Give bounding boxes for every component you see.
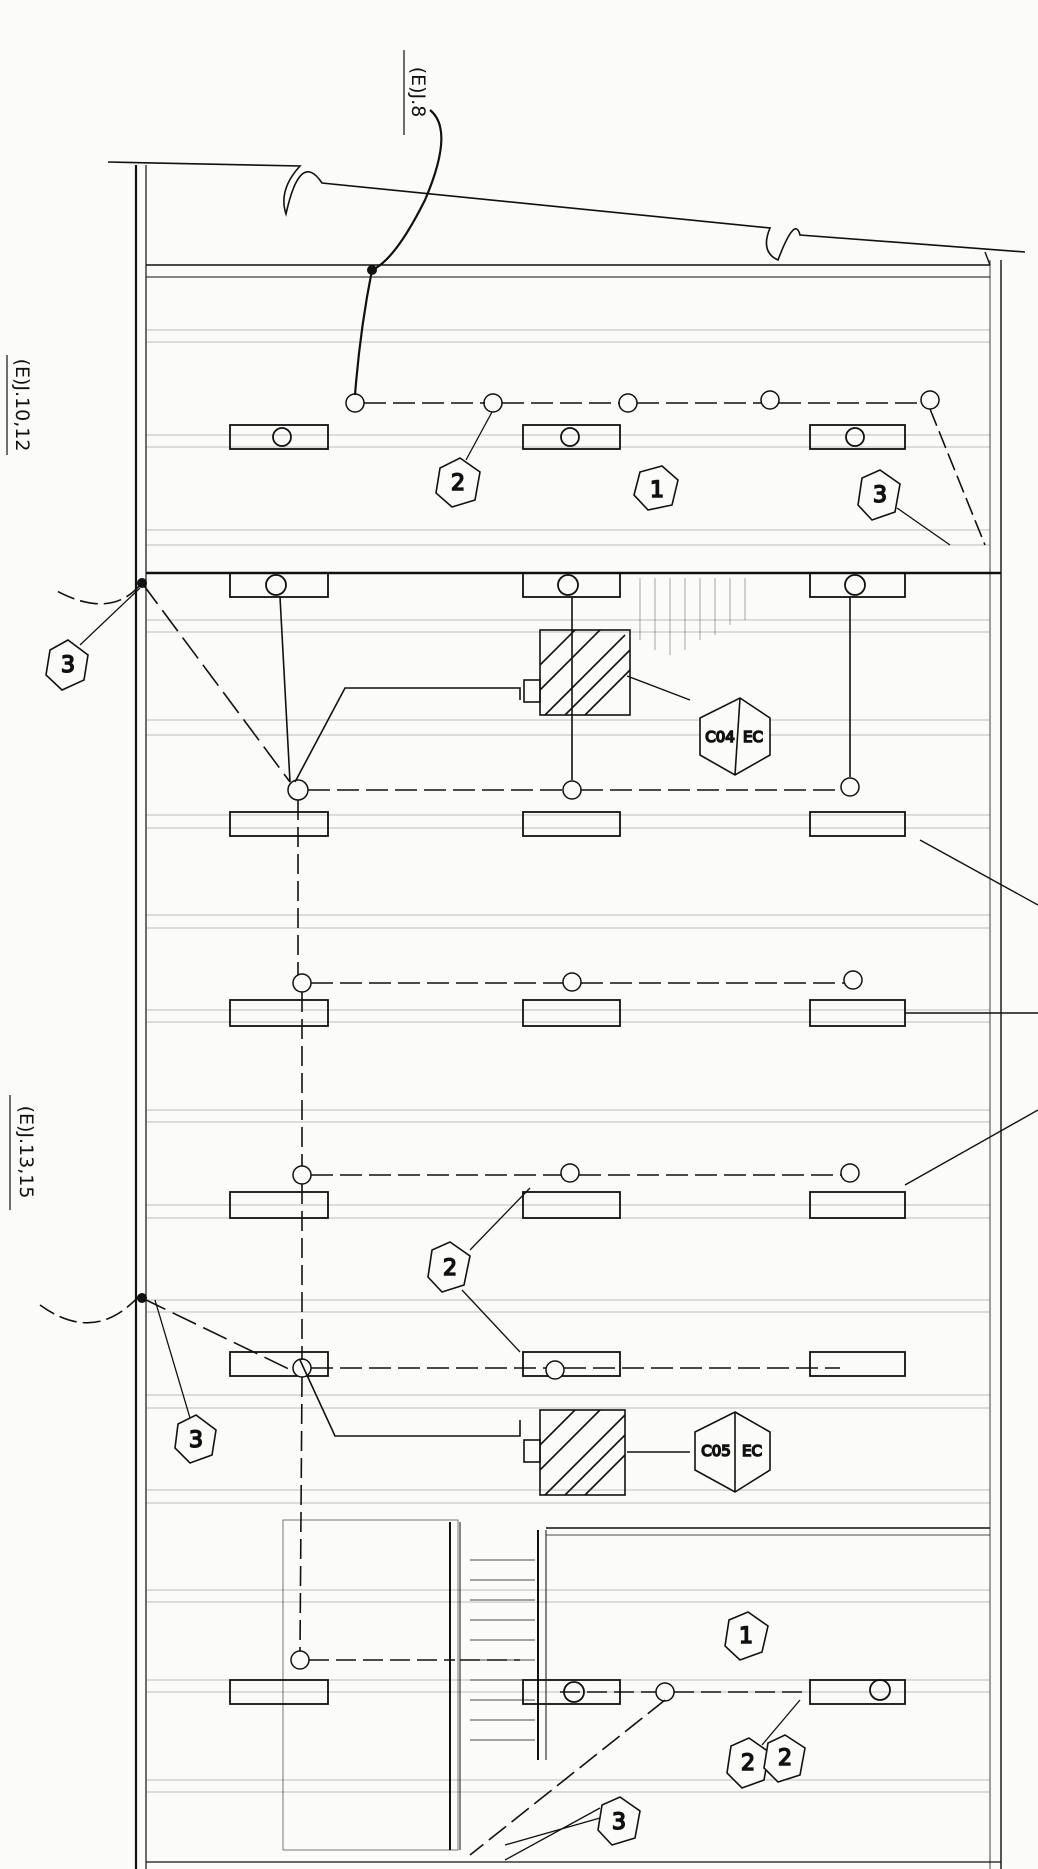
tag-hexagon: 3: [857, 469, 901, 521]
tag-hexagon: 1: [724, 1611, 769, 1661]
stair-lower: [282, 1519, 990, 1851]
svg-text:3: 3: [189, 1428, 203, 1453]
svg-text:2: 2: [741, 1751, 755, 1776]
circuit-ref-label: (E)J.8: [407, 67, 429, 118]
svg-text:2: 2: [443, 1256, 457, 1281]
tag-hexagon: 3: [174, 1414, 217, 1464]
fixture: [229, 999, 329, 1027]
ec-tag-hexagon: EC C05: [694, 1411, 771, 1493]
fixture: [522, 999, 621, 1027]
leader-lines: [626, 675, 1038, 1453]
fixture: [809, 1679, 906, 1705]
fixture: [229, 572, 329, 598]
svg-text:2: 2: [778, 1746, 792, 1771]
fixture: [522, 424, 621, 450]
ec-tags: EC C04 EC C05: [694, 697, 771, 1493]
circuit-ref-label: (E)J.13,15: [15, 1106, 37, 1199]
svg-text:EC: EC: [742, 1442, 762, 1460]
fixture: [809, 424, 906, 450]
svg-text:EC: EC: [743, 728, 763, 746]
fixture-lamps: [265, 427, 891, 1703]
circuit-references: (E)J.8 (E)J.10,12 (E)J.13,15: [6, 50, 429, 1210]
stair-upper: [639, 578, 746, 655]
tag-hexagon: 3: [597, 1796, 641, 1846]
svg-text:2: 2: [451, 471, 465, 496]
svg-text:3: 3: [61, 653, 75, 678]
svg-text:3: 3: [612, 1810, 626, 1835]
circuit-ref-label: (E)J.10,12: [11, 359, 33, 452]
fixture: [809, 1351, 906, 1377]
fixture: [809, 811, 906, 837]
tag-hexagon: 2: [763, 1734, 806, 1783]
fixture: [229, 1351, 329, 1377]
fixture: [522, 811, 621, 837]
fixture: [522, 1191, 621, 1219]
tag-leaders: [79, 411, 951, 1861]
tag-hexagon: 1: [633, 465, 679, 511]
keynote-tags: 1 2 3 2 3 3 2 1: [45, 457, 901, 1846]
light-fixtures: [229, 424, 906, 1705]
fixture: [229, 1191, 329, 1219]
fixture: [522, 1351, 621, 1377]
homerun-dots: [137, 265, 377, 1303]
tag-hexagon: 2: [427, 1241, 471, 1293]
ec-tag-hexagon: EC C04: [699, 697, 771, 776]
fixture: [809, 1191, 906, 1219]
tag-hexagon: 3: [45, 639, 89, 691]
svg-text:3: 3: [873, 483, 887, 508]
equipment-ec: [523, 629, 631, 1496]
circuit-wiring: [39, 109, 986, 1856]
fixture: [809, 572, 906, 598]
svg-text:C04: C04: [705, 728, 735, 746]
svg-text:1: 1: [739, 1624, 753, 1649]
tag-hexagon: 2: [435, 457, 481, 508]
svg-text:C05: C05: [701, 1442, 731, 1460]
svg-text:1: 1: [650, 478, 664, 503]
tag-hexagon: 2: [726, 1737, 770, 1789]
fixture: [229, 1679, 329, 1705]
fixture: [229, 811, 329, 837]
fixture: [229, 424, 329, 450]
